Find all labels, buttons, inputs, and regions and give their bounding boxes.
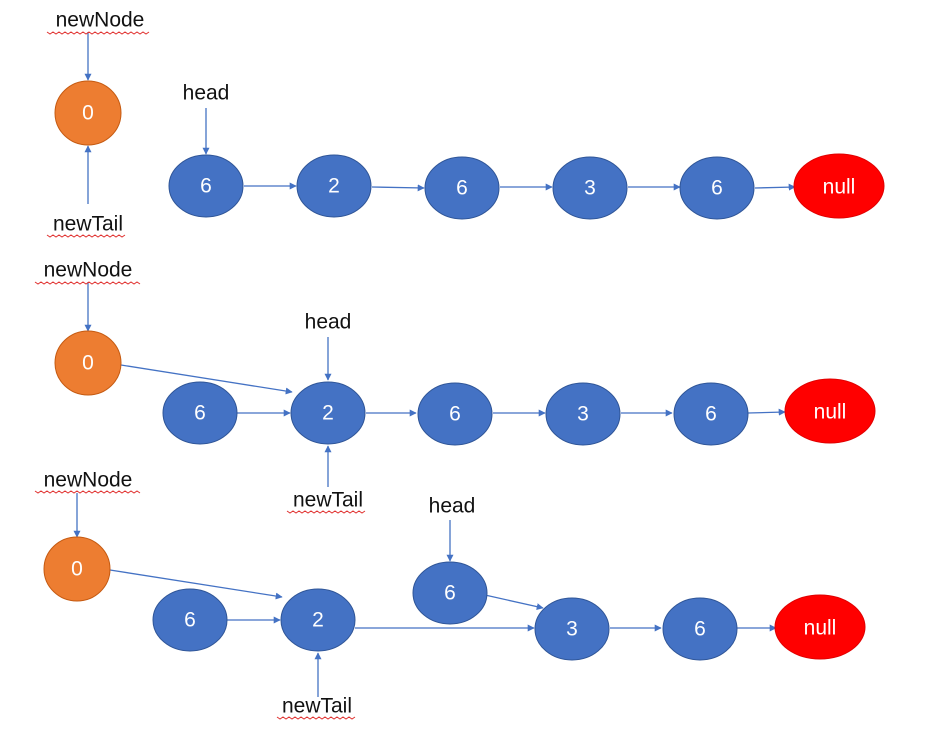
link-arrow — [484, 594, 544, 611]
list-node-value: 6 — [194, 402, 206, 425]
list-node — [168, 154, 244, 218]
list-node — [679, 156, 755, 220]
list-node-value: 2 — [322, 402, 334, 425]
diagram-2: newNode head newTail 0 6 2 6 3 6 null — [34, 259, 876, 514]
list-node — [290, 381, 366, 445]
new-node-value: 0 — [82, 352, 94, 375]
new-node — [54, 330, 122, 396]
list-node-value: 3 — [566, 618, 578, 641]
new-node-next-arrow — [109, 569, 283, 600]
list-node-value: 6 — [711, 177, 723, 200]
list-node-value: 2 — [312, 609, 324, 632]
diagram-3: newNode head newTail 0 6 2 6 3 6 null — [34, 469, 866, 720]
null-node-value: null — [823, 176, 856, 199]
list-node — [152, 588, 228, 652]
link-arrow — [747, 408, 786, 416]
list-node — [417, 382, 493, 446]
null-node-value: null — [814, 401, 847, 424]
new-node-label: newNode — [56, 9, 145, 32]
list-node-value: 6 — [694, 618, 706, 641]
new-node — [43, 536, 111, 602]
new-node-label: newNode — [44, 259, 133, 282]
spellcheck-squiggle — [34, 490, 141, 494]
list-node — [534, 597, 610, 661]
list-node — [280, 588, 356, 652]
list-node — [424, 156, 500, 220]
spellcheck-squiggle — [46, 31, 150, 35]
head-label: head — [305, 311, 352, 334]
new-tail-label: newTail — [282, 695, 352, 718]
list-node — [662, 597, 738, 661]
list-node — [673, 382, 749, 446]
list-node-value: 3 — [584, 177, 596, 200]
list-node — [412, 561, 488, 625]
new-tail-label: newTail — [293, 489, 363, 512]
list-node — [162, 381, 238, 445]
list-node-value: 6 — [444, 582, 456, 605]
diagram-1: newNode newTail head 0 6 2 6 3 6 null — [46, 9, 885, 238]
head-label: head — [429, 495, 476, 518]
null-node-value: null — [804, 617, 837, 640]
new-node-next-arrow — [120, 364, 293, 395]
list-node-value: 6 — [184, 609, 196, 632]
new-node-label: newNode — [44, 469, 133, 492]
link-arrow — [754, 183, 796, 191]
null-node — [774, 594, 866, 660]
link-arrow — [371, 184, 425, 192]
new-node — [54, 80, 122, 146]
list-node — [552, 156, 628, 220]
list-node-value: 3 — [577, 403, 589, 426]
list-node-value: 2 — [328, 175, 340, 198]
head-label: head — [183, 82, 230, 105]
spellcheck-squiggle — [46, 234, 126, 238]
list-node-value: 6 — [449, 403, 461, 426]
spellcheck-squiggle — [286, 510, 366, 514]
list-node-value: 6 — [200, 175, 212, 198]
new-node-value: 0 — [82, 102, 94, 125]
null-node — [793, 153, 885, 219]
spellcheck-squiggle — [276, 716, 356, 720]
list-node — [545, 382, 621, 446]
null-node — [784, 378, 876, 444]
list-node — [296, 154, 372, 218]
new-tail-label: newTail — [53, 213, 123, 236]
new-node-value: 0 — [71, 558, 83, 581]
list-node-value: 6 — [456, 177, 468, 200]
list-node-value: 6 — [705, 403, 717, 426]
spellcheck-squiggle — [34, 281, 141, 285]
